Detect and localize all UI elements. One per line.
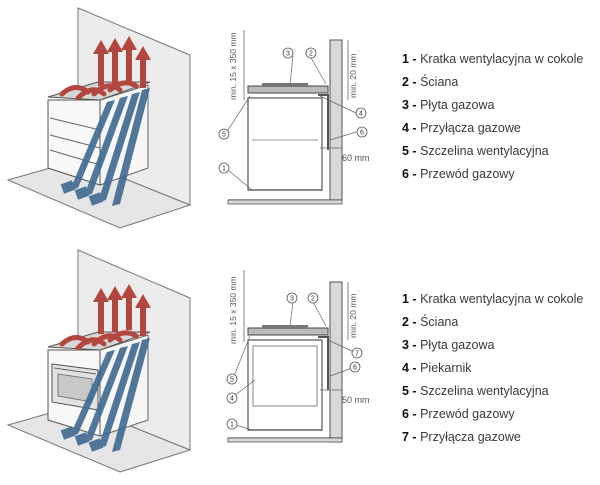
floor-hatch (227, 437, 343, 443)
cabinet-body (247, 339, 323, 431)
legend-text: Kratka wentylacyjna w cokole (420, 292, 584, 306)
legend-text: Przyłącza gazowe (420, 121, 521, 135)
legend-item: 3 - Płyta gazowa (402, 334, 583, 357)
legend-item: 1 - Kratka wentylacyjna w cokole (402, 288, 583, 311)
vent-gap-label: min. 15 x 350 mm (228, 276, 238, 344)
gas-pipe (318, 94, 329, 150)
callout-5: 5 (222, 132, 226, 139)
legend-number: 5 - (402, 384, 417, 398)
diagram-bottom-graphic: min. 15 x 350 mm min. 20 mm 50 mm 3 2 7 … (6, 249, 370, 473)
diagram-top-graphic: min. 15 x 350 mm min. 20 mm 60 mm 3 2 5 … (6, 7, 370, 229)
legend-number: 2 - (402, 75, 417, 89)
legend-item: 1 - Kratka wentylacyjna w cokole (402, 48, 583, 71)
legend-text: Kratka wentylacyjna w cokole (420, 52, 584, 66)
legend-item: 7 - Przyłącza gazowe (402, 426, 583, 449)
cabinet-body (247, 97, 323, 191)
callout-2: 2 (311, 296, 315, 303)
rising-heat-arrows (93, 284, 151, 336)
airflow-cool (60, 338, 150, 452)
legend-text: Piekarnik (420, 361, 472, 375)
legend-bottom: 1 - Kratka wentylacyjna w cokole 2 - Ści… (402, 288, 583, 449)
callout-5: 5 (230, 377, 234, 384)
section-drawing (227, 30, 357, 205)
legend-number: 1 - (402, 292, 417, 306)
legend-item: 6 - Przewód gazowy (402, 403, 583, 426)
callouts: 3 2 5 4 6 1 (218, 47, 368, 174)
legend-number: 1 - (402, 52, 417, 66)
legend-text: Płyta gazowa (420, 338, 495, 352)
legend-number: 3 - (402, 338, 417, 352)
legend-item: 6 - Przewód gazowy (402, 163, 583, 186)
cabinet-3d-illustration (6, 249, 192, 473)
wall-gap-label: min. 20 mm (348, 54, 358, 98)
legend-text: Szczelina wentylacyjna (420, 384, 549, 398)
hob-plate (247, 85, 329, 94)
drawer-line (49, 149, 101, 166)
side-gap-label: 60 mm (342, 153, 370, 163)
drawer-line (49, 117, 101, 131)
oven-section (252, 345, 318, 407)
hob-plate (247, 327, 329, 336)
legend-number: 5 - (402, 144, 417, 158)
hob-burner (262, 83, 308, 87)
diagram-top: min. 15 x 350 mm min. 20 mm 60 mm 3 2 5 … (0, 0, 600, 240)
legend-item: 4 - Przyłącza gazowe (402, 117, 583, 140)
gas-pipe (318, 336, 329, 390)
wall-section (329, 281, 343, 443)
section-drawing (227, 270, 355, 443)
rising-heat-arrows (93, 36, 151, 88)
airflow-cool (60, 88, 150, 206)
leader-lines (233, 301, 355, 431)
legend-text: Ściana (420, 315, 459, 329)
hob-burner (262, 325, 308, 329)
leader-lines (227, 55, 357, 191)
legend-number: 4 - (402, 361, 417, 375)
oven-handle (53, 367, 97, 375)
legend-item: 5 - Szczelina wentylacyjna (402, 140, 583, 163)
side-gap-label: 50 mm (342, 395, 370, 405)
vent-gap-label: min. 15 x 350 mm (228, 32, 238, 100)
callout-6: 6 (353, 365, 357, 372)
legend-text: Przewód gazowy (420, 407, 515, 421)
legend-item: 4 - Piekarnik (402, 357, 583, 380)
callout-4: 4 (359, 111, 363, 118)
legend-item: 2 - Ściana (402, 71, 583, 94)
callouts: 3 2 7 5 4 6 1 (226, 292, 363, 430)
legend-text: Szczelina wentylacyjna (420, 144, 549, 158)
legend-item: 5 - Szczelina wentylacyjna (402, 380, 583, 403)
callout-3: 3 (286, 51, 290, 58)
wall-section (329, 39, 343, 201)
legend-text: Przyłącza gazowe (420, 430, 521, 444)
floor-hatch (227, 199, 343, 205)
legend-text: Przewód gazowy (420, 167, 515, 181)
legend-item: 2 - Ściana (402, 311, 583, 334)
callout-1: 1 (230, 422, 234, 429)
wall-gap-label: min. 20 mm (348, 294, 358, 338)
legend-text: Ściana (420, 75, 459, 89)
callout-7: 7 (355, 351, 359, 358)
legend-number: 3 - (402, 98, 417, 112)
legend-number: 7 - (402, 430, 417, 444)
callout-3: 3 (290, 296, 294, 303)
airflow-hot (59, 330, 139, 351)
legend-text: Płyta gazowa (420, 98, 495, 112)
callout-1: 1 (222, 166, 226, 173)
legend-number: 6 - (402, 167, 417, 181)
cabinet-3d-illustration (6, 7, 192, 229)
legend-number: 4 - (402, 121, 417, 135)
diagram-bottom: min. 15 x 350 mm min. 20 mm 50 mm 3 2 7 … (0, 240, 600, 480)
legend-top: 1 - Kratka wentylacyjna w cokole 2 - Ści… (402, 48, 583, 186)
legend-item: 3 - Płyta gazowa (402, 94, 583, 117)
airflow-hot (59, 80, 139, 101)
callout-2: 2 (309, 51, 313, 58)
callout-6: 6 (360, 130, 364, 137)
legend-number: 2 - (402, 315, 417, 329)
legend-number: 6 - (402, 407, 417, 421)
callout-4: 4 (230, 396, 234, 403)
